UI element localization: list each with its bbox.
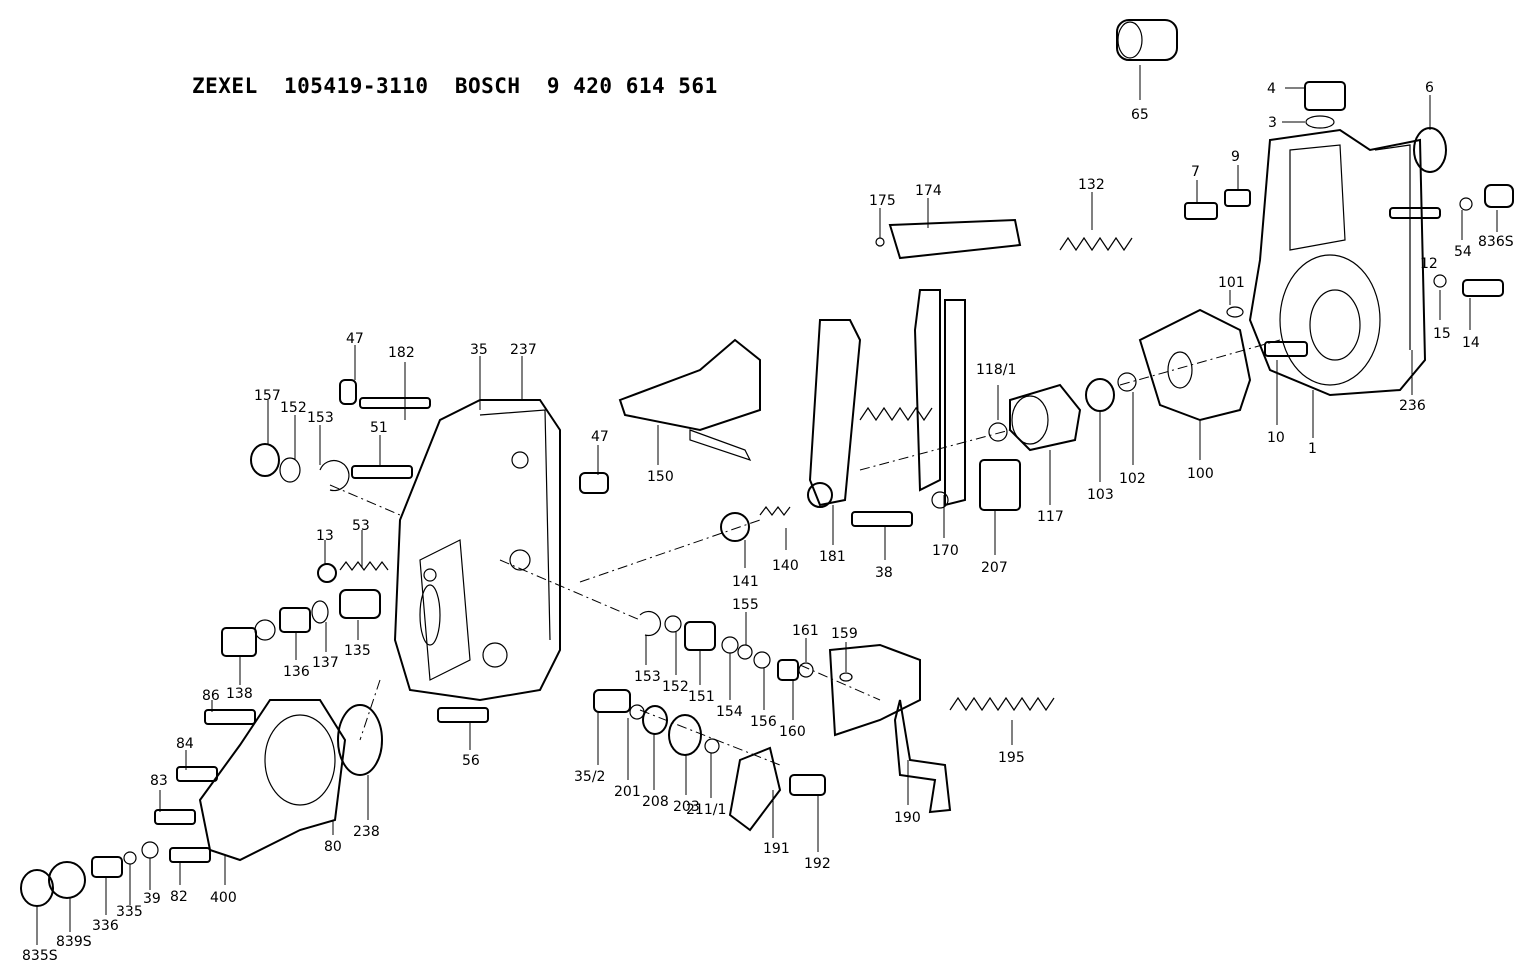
part-label: 136: [283, 664, 310, 680]
control-shaft: [618, 338, 761, 462]
part-label: 190: [894, 810, 921, 826]
springs: [339, 236, 1133, 712]
part-label: 35/2: [574, 769, 605, 785]
part-label: 150: [647, 469, 674, 485]
part-label: 83: [150, 773, 168, 789]
levers: [728, 218, 1022, 832]
part-label: 208: [642, 794, 669, 810]
part-label: 335: [116, 904, 143, 920]
part-label: 51: [370, 420, 388, 436]
part-label: 117: [1037, 509, 1064, 525]
part-label: 156: [750, 714, 777, 730]
part-label: 152: [280, 400, 307, 416]
small-hardware: [20, 19, 1514, 907]
part-label: 39: [143, 891, 161, 907]
part-label: 159: [831, 626, 858, 642]
part-label: 160: [779, 724, 806, 740]
part-label: 175: [869, 193, 896, 209]
part-label: 86: [202, 688, 220, 704]
part-label: 141: [732, 574, 759, 590]
part-label: 170: [932, 543, 959, 559]
part-label: 9: [1231, 149, 1240, 165]
flyweight-assembly: [1138, 308, 1252, 422]
part-label: 836S: [1478, 234, 1514, 250]
part-label: 153: [307, 410, 334, 426]
part-label: 38: [875, 565, 893, 581]
part-label: 191: [763, 841, 790, 857]
part-label: 181: [819, 549, 846, 565]
part-label: 237: [510, 342, 537, 358]
part-label: 103: [1087, 487, 1114, 503]
part-label: 238: [353, 824, 380, 840]
part-label: 7: [1191, 164, 1200, 180]
part-label: 192: [804, 856, 831, 872]
part-label: 10: [1267, 430, 1285, 446]
part-label: 15: [1433, 326, 1451, 342]
sleeve-part: [1009, 383, 1082, 452]
part-label: 47: [591, 429, 609, 445]
part-label: 102: [1119, 471, 1146, 487]
part-label: 132: [1078, 177, 1105, 193]
part-label: 195: [998, 750, 1025, 766]
diagram-title: ZEXEL 105419-3110 BOSCH 9 420 614 561: [192, 74, 718, 98]
part-label: 35: [470, 342, 488, 358]
part-label: 101: [1218, 275, 1245, 291]
part-label: 182: [388, 345, 415, 361]
part-label: 6: [1425, 80, 1434, 96]
part-label: 82: [170, 889, 188, 905]
part-label: 65: [1131, 107, 1149, 123]
part-label: 13: [316, 528, 334, 544]
part-label: 47: [346, 331, 364, 347]
part-label: 140: [772, 558, 799, 574]
part-label: 201: [614, 784, 641, 800]
part-labels: 65 4 3 6 9 7 175 174 132 12 54 836S 15 1…: [22, 80, 1514, 964]
part-label: 12: [1420, 256, 1438, 272]
part-label: 4: [1267, 81, 1276, 97]
part-label: 1: [1308, 441, 1317, 457]
part-label: 54: [1454, 244, 1472, 260]
part-label: 3: [1268, 115, 1277, 131]
part-label: 207: [981, 560, 1008, 576]
part-label: 84: [176, 736, 194, 752]
part-label: 400: [210, 890, 237, 906]
part-label: 203: [673, 799, 700, 815]
pump-housing: [1248, 128, 1427, 397]
part-label: 211/1: [686, 802, 726, 818]
part-label: 839S: [56, 934, 92, 950]
part-label: 155: [732, 597, 759, 613]
part-label: 53: [352, 518, 370, 534]
part-label: 14: [1462, 335, 1480, 351]
part-label: 157: [254, 388, 281, 404]
part-label: 56: [462, 753, 480, 769]
part-label: 336: [92, 918, 119, 934]
part-label: 152: [662, 679, 689, 695]
part-label: 236: [1399, 398, 1426, 414]
part-label: 174: [915, 183, 942, 199]
part-label: 100: [1187, 466, 1214, 482]
part-label: 80: [324, 839, 342, 855]
part-label: 135: [344, 643, 371, 659]
part-label: 151: [688, 689, 715, 705]
part-label: 153: [634, 669, 661, 685]
part-label: 118/1: [976, 362, 1016, 378]
part-label: 835S: [22, 948, 58, 964]
part-label: 137: [312, 655, 339, 671]
part-label: 154: [716, 704, 743, 720]
part-label: 138: [226, 686, 253, 702]
part-label: 161: [792, 623, 819, 639]
governor-housing: [393, 399, 561, 702]
label-leaders: [36, 65, 1498, 945]
